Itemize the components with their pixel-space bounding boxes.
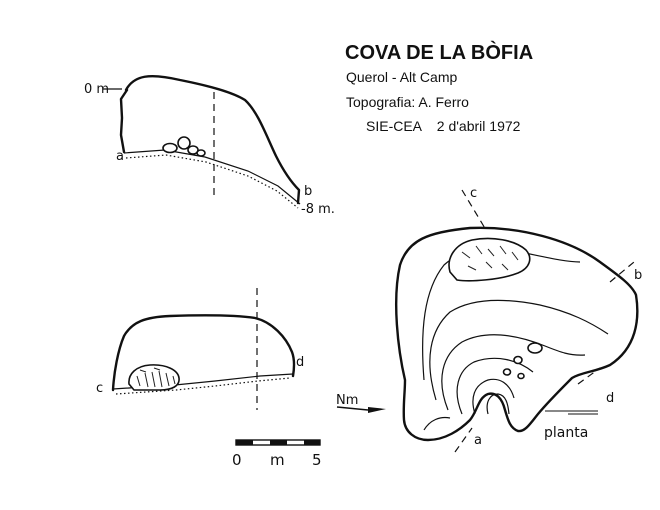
profile-point-a: a bbox=[116, 149, 124, 164]
profile-floor-stipple bbox=[125, 154, 299, 209]
plan-large-boulder bbox=[448, 237, 531, 282]
plan-pebble-1 bbox=[513, 355, 523, 365]
plan-contour-5 bbox=[472, 378, 515, 415]
plan-outer-wall bbox=[395, 226, 639, 442]
plan-point-a: a bbox=[474, 433, 482, 448]
plan-contour-6 bbox=[486, 393, 510, 415]
north-arrow-icon bbox=[336, 406, 386, 413]
profile-floor-line bbox=[123, 149, 301, 205]
scale-start-label: 0 bbox=[232, 451, 242, 469]
plan-pebble-2 bbox=[502, 368, 512, 376]
surveyor-text: Topografia: A. Ferro bbox=[346, 94, 469, 110]
plan-label: planta bbox=[544, 425, 588, 441]
longitudinal-profile: 0 m a b -8 m. bbox=[84, 74, 335, 217]
cross-section-floor-stipple bbox=[115, 377, 291, 395]
profile-ceiling-wall bbox=[124, 74, 301, 205]
cross-section-point-d: d bbox=[296, 355, 304, 370]
scale-unit-label: m bbox=[270, 451, 285, 469]
plan-contour-7 bbox=[423, 416, 451, 431]
depth-zero-label: 0 m bbox=[84, 82, 109, 97]
plan-label-marker bbox=[545, 410, 598, 415]
plan-section-a-line bbox=[454, 427, 473, 453]
profile-point-b: b bbox=[304, 184, 312, 199]
cross-section-point-c: c bbox=[96, 381, 103, 396]
plan-point-d: d bbox=[606, 391, 614, 406]
plan-section-b-line bbox=[609, 261, 635, 283]
location-text: Querol - Alt Camp bbox=[346, 69, 457, 85]
plan-section-c-line bbox=[461, 189, 487, 231]
survey-title: COVA DE LA BÒFIA bbox=[345, 40, 533, 64]
survey-date-text: SIE-CEA 2 d'abril 1972 bbox=[366, 118, 521, 134]
profile-entrance-wall bbox=[119, 88, 129, 154]
plan-contour-3 bbox=[441, 334, 586, 411]
plan-small-boulder bbox=[527, 342, 543, 354]
plan-pebble-3 bbox=[517, 372, 525, 380]
scale-bar: 0 m 5 bbox=[232, 439, 322, 469]
north-label: Nm bbox=[336, 393, 358, 408]
plan-point-b: b bbox=[634, 268, 642, 283]
cross-section-boulder bbox=[128, 364, 180, 391]
profile-boulders bbox=[162, 136, 206, 157]
plan-contour-4 bbox=[456, 357, 534, 415]
cross-section-vault bbox=[111, 314, 296, 392]
depth-bottom-label: -8 m. bbox=[301, 202, 335, 217]
plan-view: c b d a Nm planta bbox=[336, 186, 642, 453]
cross-section: c d bbox=[96, 288, 304, 410]
plan-section-d-line bbox=[577, 367, 601, 385]
scale-end-label: 5 bbox=[312, 451, 322, 469]
plan-point-c: c bbox=[470, 186, 477, 201]
plan-contour-2 bbox=[429, 299, 609, 401]
